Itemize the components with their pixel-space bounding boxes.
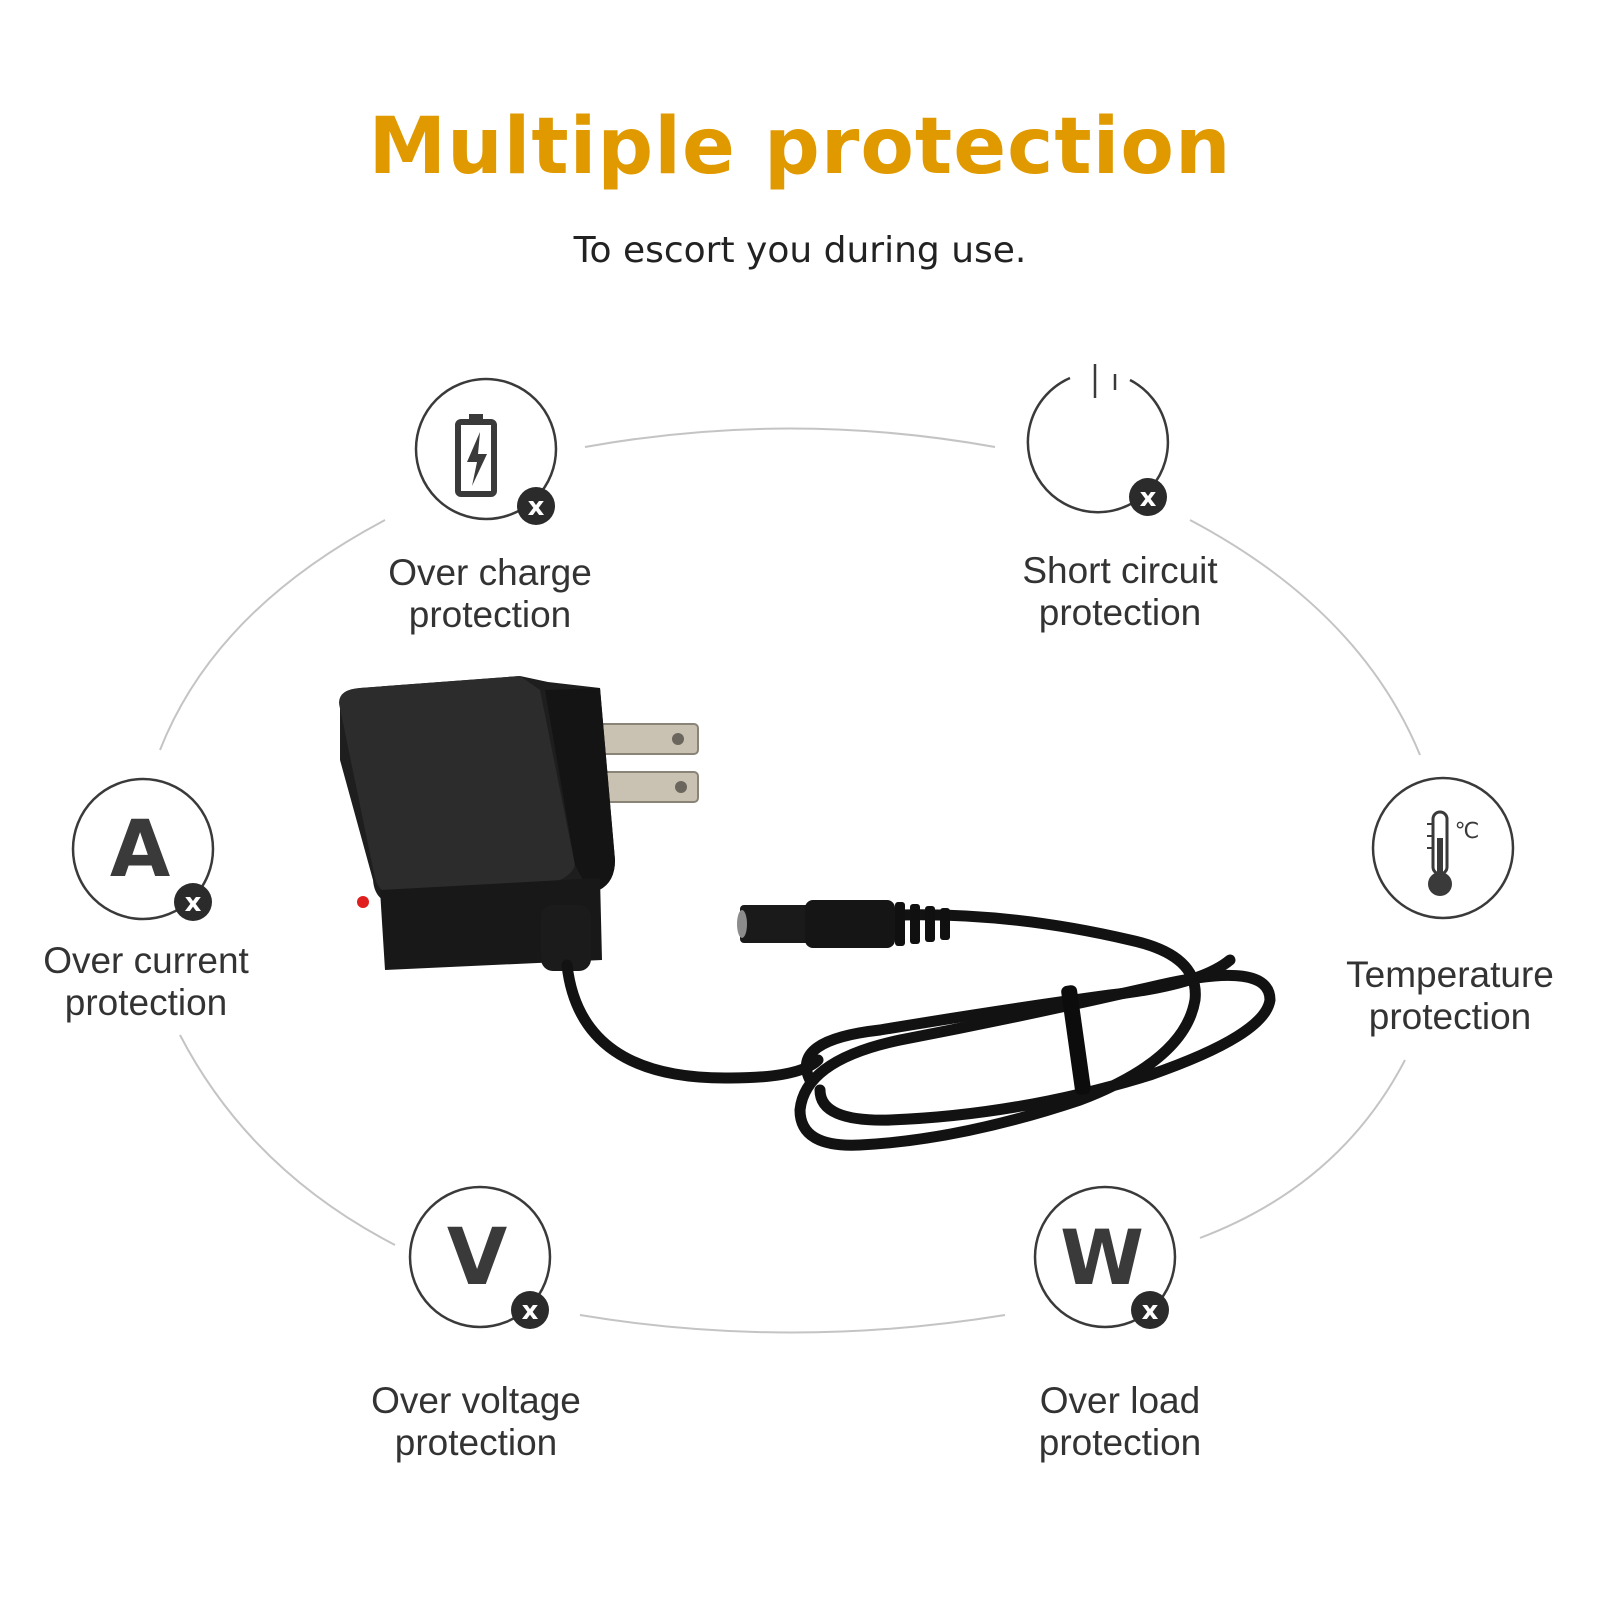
ring-arc-lower-right (1199, 1059, 1406, 1239)
ring-arc-lower-left (179, 1034, 396, 1246)
over-voltage-label: Over voltage protection (371, 1380, 581, 1463)
battery-icon (455, 414, 497, 497)
badge-x-text: x (1140, 483, 1157, 513)
short-circuit-label: Short circuit protection (1022, 550, 1218, 633)
ring-arc-bottom (579, 1314, 1006, 1334)
x-badge: x (517, 487, 555, 525)
page-title: Multiple protection (368, 102, 1232, 192)
ring-arc-top (584, 427, 996, 448)
x-badge: x (1131, 1291, 1169, 1329)
temperature-icon-group: ℃ (1371, 776, 1515, 920)
ampere-icon: A (110, 805, 170, 895)
temperature-label: Temperature protection (1346, 954, 1554, 1037)
short-circuit-icon-group: x (1026, 364, 1170, 516)
power-adapter-image (339, 676, 1276, 1151)
over-charge-label: Over charge protection (388, 552, 592, 635)
ring-arc-upper-left (159, 519, 386, 751)
badge-x-text: x (528, 492, 545, 522)
celsius-unit: ℃ (1455, 819, 1480, 844)
over-current-label: Over current protection (43, 940, 249, 1023)
watt-icon: W (1060, 1213, 1144, 1302)
x-badge: x (1129, 478, 1167, 516)
over-load-label: Over load protection (1038, 1380, 1202, 1463)
over-voltage-icon-group: V x (408, 1185, 552, 1329)
x-badge: x (511, 1291, 549, 1329)
badge-x-text: x (1142, 1296, 1159, 1326)
power-icon (1026, 364, 1170, 514)
x-badge: x (174, 883, 212, 921)
led-indicator (357, 896, 369, 908)
ring-arc-upper-right (1189, 519, 1421, 756)
over-charge-icon-group: x (414, 377, 558, 525)
ring-arcs (159, 427, 1421, 1334)
badge-x-text: x (522, 1296, 539, 1326)
thermometer-icon (1427, 810, 1452, 896)
over-current-icon-group: A x (71, 777, 215, 921)
over-load-icon-group: W x (1033, 1185, 1177, 1329)
voltage-icon: V (447, 1213, 507, 1303)
page-subtitle: To escort you during use. (573, 230, 1027, 271)
badge-x-text: x (185, 888, 202, 918)
